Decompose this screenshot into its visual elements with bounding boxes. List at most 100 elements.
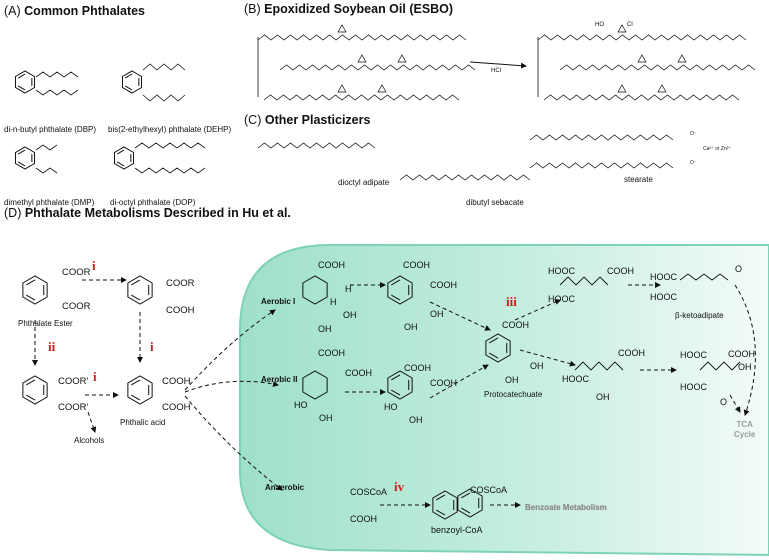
stearate-label: stearate bbox=[624, 175, 653, 184]
arrow-pa-to-aerobic2 bbox=[184, 380, 279, 393]
esbo-right-epoxide-4 bbox=[657, 84, 667, 93]
c-oh: OH bbox=[738, 362, 752, 372]
m2-cooh: COOH bbox=[618, 348, 645, 358]
a2-cooh2: COOH bbox=[345, 368, 372, 378]
ketoadipate-label: β-ketoadipate bbox=[675, 311, 724, 320]
pc-cooh: COOH bbox=[502, 320, 529, 330]
semialdehyde-chain bbox=[574, 361, 624, 371]
benzoyl-coa-ring-bond-1 bbox=[461, 507, 471, 514]
dbp-chain1 bbox=[35, 71, 79, 78]
sebacate-chain bbox=[399, 174, 531, 181]
esbo-left-chain1 bbox=[257, 34, 467, 41]
esbo-left-epoxide-2 bbox=[397, 54, 407, 63]
dop-chain1 bbox=[134, 142, 206, 149]
phthalic-acid-label: Phthalic acid bbox=[120, 418, 166, 427]
arrow-citrate-to-tca bbox=[729, 394, 741, 413]
dbp-label: di-n-butyl phthalate (DBP) bbox=[4, 125, 97, 134]
esbo-left-epoxide-3 bbox=[337, 84, 347, 93]
phthalic-acid-ring-bond-2 bbox=[131, 379, 141, 386]
protocatechuate-label: Protocatechuate bbox=[484, 390, 543, 399]
arrow-pa-to-aerobic1 bbox=[184, 309, 276, 391]
monoester-ring-bond-1 bbox=[131, 294, 141, 301]
ester-coor-prime-2: COOR' bbox=[58, 402, 89, 413]
a1b-oh2: OH bbox=[404, 322, 418, 332]
phthalate-ester-label: Phthalate Ester bbox=[18, 319, 73, 328]
dmp-ring-bond-1 bbox=[17, 161, 26, 167]
panel-b-header: (B) Epoxidized Soybean Oil (ESBO) bbox=[244, 2, 454, 16]
dehp-ring bbox=[121, 70, 143, 94]
esbo-right-chain1 bbox=[537, 34, 747, 41]
esbo-left-epoxide-0 bbox=[337, 24, 347, 33]
step-i-3: i bbox=[93, 369, 97, 384]
ester-coor-prime-1: COOR' bbox=[58, 376, 89, 387]
arrow-pc-to-muconate bbox=[514, 299, 561, 321]
esbo-right-epoxide-1 bbox=[637, 54, 647, 63]
pe-coor-top: COOR bbox=[62, 267, 91, 278]
dehp-chain2 bbox=[142, 94, 186, 102]
dop-ring-bond-2 bbox=[116, 149, 125, 155]
k-hooc2: HOOC bbox=[650, 292, 677, 302]
mono-cooh: COOH bbox=[166, 305, 195, 316]
a2b-oh: OH bbox=[409, 415, 423, 425]
anaerobic-ring-bond-2 bbox=[436, 494, 446, 501]
counter-ion-label: Ca²⁺ or Zn²⁺ bbox=[703, 146, 732, 152]
dehp-ring-bond-2 bbox=[124, 73, 133, 79]
a2-ring-bond-1 bbox=[391, 389, 401, 396]
pa-cooh-1: COOH bbox=[162, 376, 191, 387]
phthalate-ester-ring bbox=[22, 275, 48, 305]
a1-dihydrodiol-ring bbox=[302, 275, 328, 305]
esbo-reaction-arrow bbox=[469, 61, 527, 69]
dbp-ring-bond-2 bbox=[17, 73, 26, 79]
citrate-chain bbox=[699, 361, 741, 371]
a1-ring-bond-2 bbox=[391, 279, 401, 286]
an-cooh: COOH bbox=[350, 514, 377, 524]
arrow-keto-to-tca bbox=[734, 284, 756, 416]
dmp-ring-bond-2 bbox=[17, 149, 26, 155]
m1-hooc1: HOOC bbox=[548, 266, 575, 276]
anaerobic-ring-bond-1 bbox=[436, 509, 446, 516]
m1-hooc2: HOOC bbox=[548, 294, 575, 304]
stearate-chain1 bbox=[529, 134, 674, 141]
anaerobic-label: Anaerobic bbox=[265, 483, 305, 492]
an-coscoa: COSCoA bbox=[350, 487, 388, 497]
dbp-ring-bond-1 bbox=[17, 85, 26, 91]
anaerobic-ring bbox=[432, 490, 458, 520]
esbo-right-epoxide-0 bbox=[617, 24, 627, 33]
ester-ring-bond-2 bbox=[26, 379, 36, 386]
dmp-ring bbox=[14, 146, 36, 170]
arrow-alcohols bbox=[87, 411, 97, 433]
step-iv: iv bbox=[394, 479, 405, 494]
a1-oh1: OH bbox=[343, 310, 357, 320]
arrow-pc-to-semialdehyde bbox=[519, 349, 576, 367]
bz-coscoa: COSCoA bbox=[470, 485, 508, 495]
dmp-chain1 bbox=[35, 144, 58, 151]
c-hooc1: HOOC bbox=[680, 350, 707, 360]
adipate-chain bbox=[257, 142, 376, 149]
dehp-ring-bond-1 bbox=[124, 85, 133, 91]
pc-oh1: OH bbox=[530, 361, 544, 371]
protocatechuate-ring-bond-1 bbox=[489, 352, 499, 359]
benzoyl-coa-ring-bond-2 bbox=[461, 492, 471, 499]
benzoyl-coa-label: benzoyl-CoA bbox=[431, 525, 483, 535]
phthalic-acid-ring-bond-1 bbox=[131, 394, 141, 401]
monoester-ring bbox=[127, 275, 153, 305]
a2-cooh1: COOH bbox=[318, 348, 345, 358]
dehp-chain1 bbox=[142, 63, 186, 71]
k-o: O bbox=[735, 264, 743, 274]
esbo-right-chain3 bbox=[543, 94, 740, 101]
a1b-oh1: OH bbox=[430, 309, 444, 319]
step-i-2: i bbox=[150, 339, 154, 354]
dop-ring-bond-1 bbox=[116, 161, 125, 167]
esbo-cl: Cl bbox=[627, 22, 633, 28]
alcohols-label: Alcohols bbox=[74, 436, 105, 445]
dmp-label: dimethyl phthalate (DMP) bbox=[4, 198, 95, 207]
phthalic-acid-ring bbox=[127, 375, 153, 405]
pc-oh2: OH bbox=[505, 375, 519, 385]
tca-cycle-label: TCA Cycle bbox=[734, 420, 756, 439]
dbp-ring bbox=[14, 70, 36, 94]
panel-d-header: (D) Phthalate Metabolisms Described in H… bbox=[4, 206, 291, 220]
a2-dihydrodiol-ring bbox=[302, 370, 328, 400]
mono-coor: COOR bbox=[166, 278, 195, 289]
